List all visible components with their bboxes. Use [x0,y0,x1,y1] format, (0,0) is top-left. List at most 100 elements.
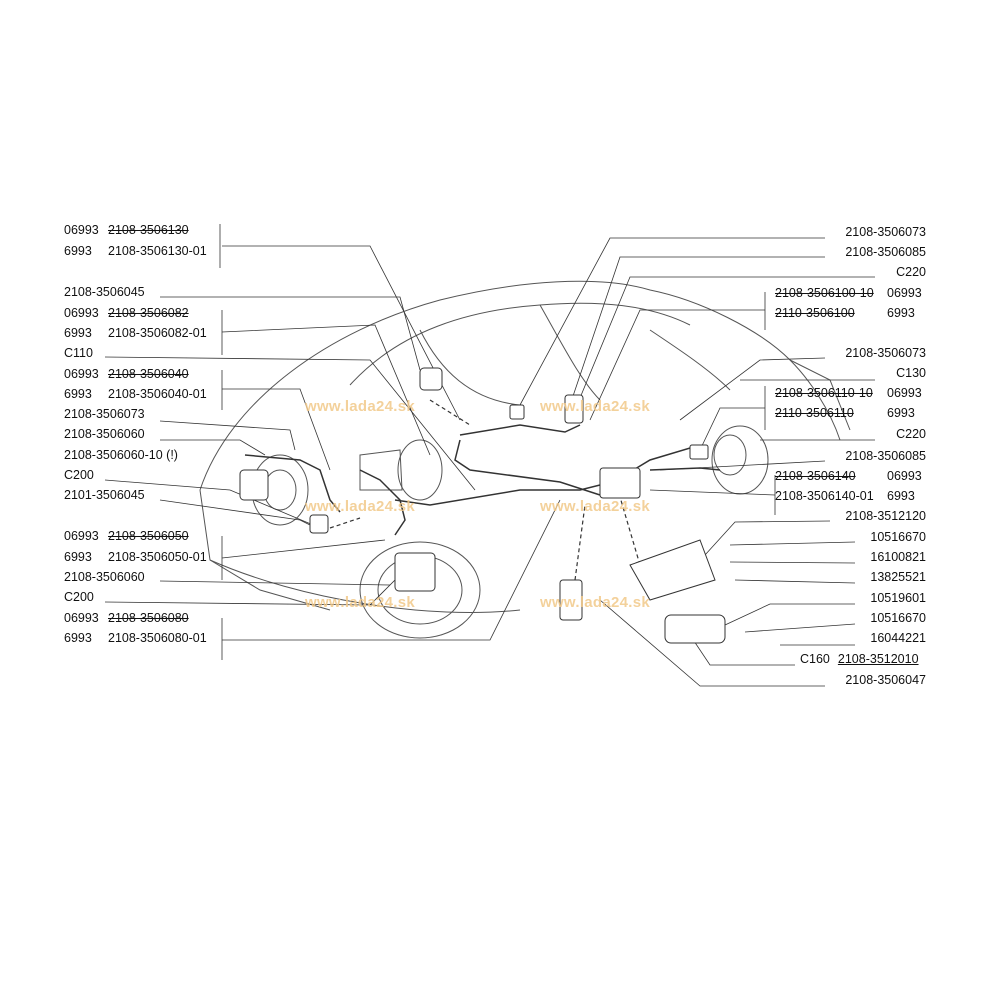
part-code: 06993 [887,286,922,300]
callout-label: 6993 2108-3506040-01 [64,387,207,401]
part-code: 06993 [64,367,99,381]
watermark-text: www.lada24.sk [540,398,651,415]
part-number: 2108-3512120 [845,509,926,523]
callout-label: 2110-3506110 6993 [775,406,915,420]
callout-label: C160 2108-3512010 [800,652,919,666]
part-number: 10519601 [870,591,926,605]
watermark-text: www.lada24.sk [540,498,651,515]
callout-label: 2108-3506073 [64,407,145,421]
part-number: C220 [896,265,926,279]
callout-label: 06993 2108-3506040 [64,367,189,381]
callout-label: 6993 2108-3506080-01 [64,631,207,645]
part-number: 2108-3506110-10 [775,386,873,400]
part-number: 10516670 [870,530,926,544]
callout-label: 2108-3506073 [845,346,926,360]
callout-label: 06993 2108-3506130 [64,223,189,237]
watermark-text: www.lada24.sk [305,498,416,515]
callout-label: C220 [896,265,926,279]
part-number: C130 [896,366,926,380]
part-number: 16100821 [870,550,926,564]
part-code: 6993 [887,489,915,503]
part-number: 2108-3506100-10 [775,286,874,300]
part-code: 6993 [887,406,915,420]
part-number: 2108-3506060 [64,427,145,441]
part-number: 13825521 [870,570,926,584]
part-number: 2108-3506060-10 (!) [64,448,178,462]
part-number: C200 [64,590,94,604]
callout-label: 2108-3506100-10 06993 [775,286,922,300]
part-number: 2108-3506080-01 [108,631,207,645]
callout-label: 06993 2108-3506050 [64,529,189,543]
part-number: 2108-3506082 [108,306,189,320]
watermark-text: www.lada24.sk [305,594,416,611]
callout-label: 2108-3506085 [845,449,926,463]
part-number: 10516670 [870,611,926,625]
part-number: 2108-3506040 [108,367,189,381]
part-number: 2108-3506050 [108,529,189,543]
part-number: 2108-3506047 [845,673,926,687]
watermark-text: www.lada24.sk [540,594,651,611]
callout-label: 6993 2108-3506082-01 [64,326,207,340]
part-number: 2110-3506110 [775,406,854,420]
callout-label: 2108-3512120 [845,509,926,523]
part-code: 06993 [64,223,99,237]
callout-label: 2108-3506060 [64,570,145,584]
part-number: 2108-3506060 [64,570,145,584]
callout-label: 2108-3506110-10 06993 [775,386,922,400]
callout-label: 2108-3506085 [845,245,926,259]
part-number: 2108-3506080 [108,611,189,625]
part-code: 06993 [887,386,922,400]
callout-label: 06993 2108-3506080 [64,611,189,625]
part-number: 2108-3506140-01 [775,489,874,503]
callout-label: 2108-3506045 [64,285,145,299]
callout-label: 2108-3506060-10 (!) [64,448,178,462]
part-number: 2108-3506140 [775,469,856,483]
callout-label: C130 [896,366,926,380]
watermark-text: www.lada24.sk [305,398,416,415]
part-number: 2108-3506082-01 [108,326,207,340]
callout-label: 2108-3506140 06993 [775,469,922,483]
callout-label: 10516670 [870,530,926,544]
part-number: 2108-3506073 [64,407,145,421]
part-code: 6993 [64,244,92,258]
callout-label: 2108-3506073 [845,225,926,239]
callout-label: C110 [64,346,93,360]
part-number: C200 [64,468,94,482]
part-code: 6993 [64,326,92,340]
callout-label: 2108-3506047 [845,673,926,687]
part-number: 2108-3506130-01 [108,244,207,258]
part-code: 6993 [64,631,92,645]
part-number: 2108-3506040-01 [108,387,207,401]
callout-label: C200 [64,590,94,604]
callout-label: 10516670 [870,611,926,625]
part-code: 06993 [64,529,99,543]
part-code: C160 [800,652,830,666]
part-number: 2108-3506130 [108,223,189,237]
part-number: C220 [896,427,926,441]
callout-label: 6993 2108-3506050-01 [64,550,207,564]
callout-label: 2108-3506060 [64,427,145,441]
callout-label: 16100821 [870,550,926,564]
part-number: 16044221 [870,631,926,645]
part-number: 2108-3506050-01 [108,550,207,564]
part-code: 6993 [64,387,92,401]
part-number: 2108-3506045 [64,285,145,299]
part-code: 6993 [64,550,92,564]
callout-label: 16044221 [870,631,926,645]
part-code: 06993 [64,611,99,625]
part-number: 2108-3506073 [845,225,926,239]
callout-label: 06993 2108-3506082 [64,306,189,320]
callout-label: C200 [64,468,94,482]
part-code: 06993 [64,306,99,320]
part-number: 2108-3512010 [837,652,919,666]
callout-label: 10519601 [870,591,926,605]
part-code: 06993 [887,469,922,483]
part-number: C110 [64,346,93,360]
part-number: 2108-3506085 [845,245,926,259]
callout-label: 13825521 [870,570,926,584]
callout-label: 6993 2108-3506130-01 [64,244,207,258]
part-number: 2101-3506045 [64,488,145,502]
